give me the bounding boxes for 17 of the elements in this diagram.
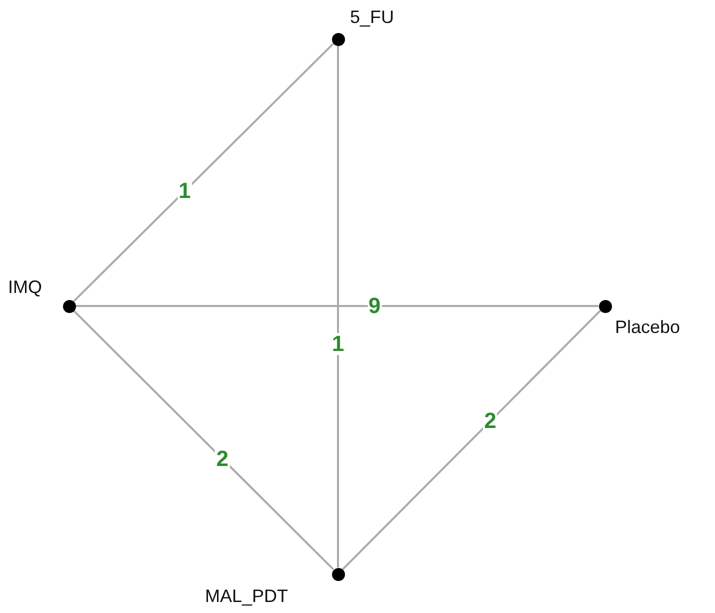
node-label: MAL_PDT	[205, 587, 288, 605]
node-dot	[62, 300, 76, 312]
node-label: IMQ	[8, 278, 42, 296]
edge-label: 2	[215, 448, 230, 470]
connector-line	[72, 310, 334, 570]
connector-line	[72, 42, 334, 302]
edge-label: 2	[483, 410, 498, 432]
connector-line	[342, 310, 602, 570]
node-dot	[332, 568, 344, 580]
node-label: 5_FU	[350, 8, 394, 26]
edge-label: 1	[178, 180, 192, 202]
node-dot	[332, 32, 344, 46]
node-label: Placebo	[615, 318, 680, 336]
node-dot	[598, 300, 612, 312]
edge-label: 1	[330, 332, 346, 355]
connector-line	[337, 46, 339, 568]
connector-line	[76, 305, 598, 307]
